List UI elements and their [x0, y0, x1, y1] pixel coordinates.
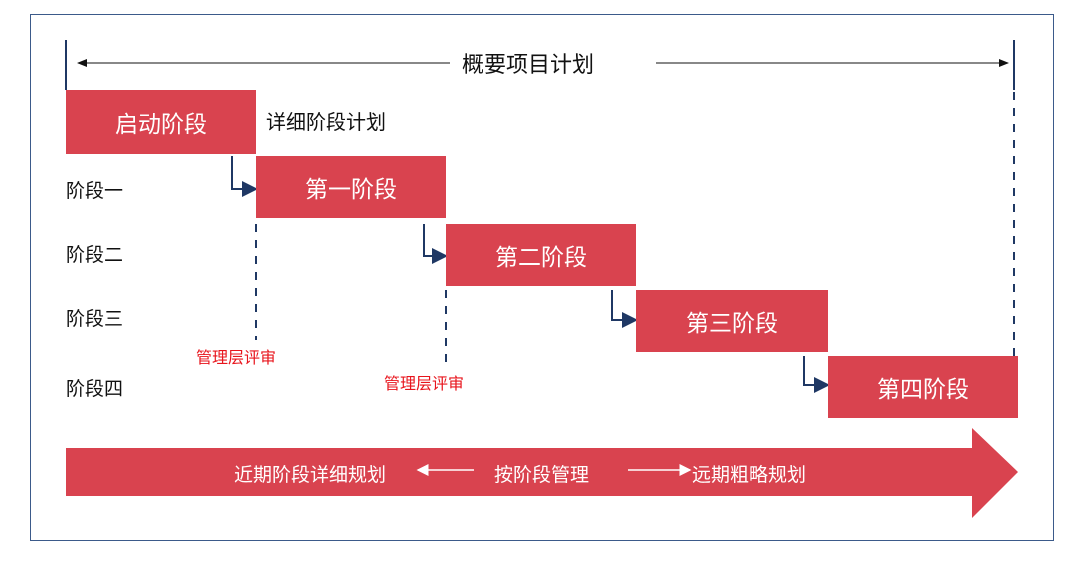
box-start-phase: 启动阶段	[66, 90, 256, 154]
bottom-text-far: 远期粗略规划	[692, 464, 807, 486]
row-label-3: 阶段三	[66, 308, 124, 330]
connector-3	[611, 290, 638, 328]
box-phase-2: 第二阶段	[446, 224, 636, 286]
connector-4	[803, 356, 830, 393]
row-label-1: 阶段一	[66, 180, 124, 202]
connector-1	[231, 156, 258, 197]
diagram-title: 概要项目计划	[462, 53, 595, 78]
bottom-text-center: 按阶段管理	[494, 464, 590, 486]
connector-2	[423, 224, 448, 264]
box-phase-3: 第三阶段	[636, 290, 828, 352]
row-label-4: 阶段四	[66, 378, 124, 400]
review-label-2: 管理层评审	[384, 374, 465, 393]
bottom-arrow-shape	[66, 428, 1018, 518]
box-phase-4: 第四阶段	[828, 356, 1018, 418]
review-label-1: 管理层评审	[196, 348, 277, 367]
bottom-text-near: 近期阶段详细规划	[234, 464, 387, 486]
box-phase-1: 第一阶段	[256, 156, 446, 218]
diagram-frame	[30, 14, 1054, 541]
detail-plan-label: 详细阶段计划	[266, 110, 386, 134]
row-label-2: 阶段二	[66, 244, 124, 266]
